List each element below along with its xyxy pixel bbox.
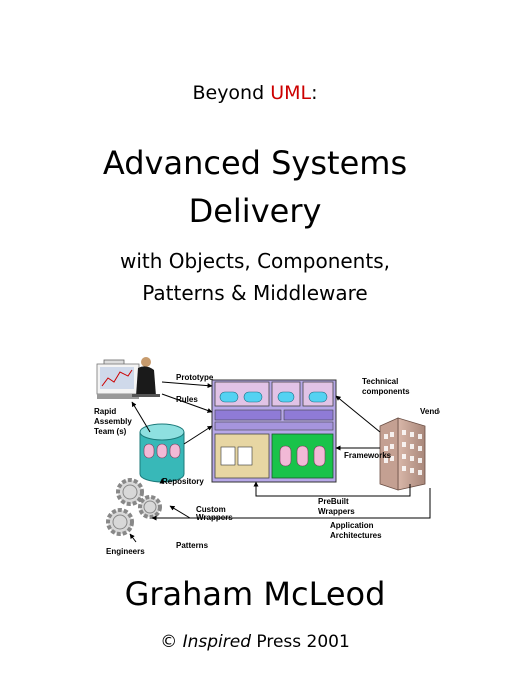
title-line-1: Advanced Systems: [102, 144, 408, 182]
label-prototype: Prototype: [176, 373, 214, 382]
label-custom-2: Wrappers: [196, 513, 233, 522]
publisher-italic: Inspired: [182, 632, 251, 652]
architecture-block: [211, 379, 337, 483]
pretitle-colon: :: [311, 82, 318, 104]
label-prebuilt-1: PreBuilt: [318, 497, 349, 506]
rapid-team-illustration: [96, 357, 160, 399]
label-custom-1: Custom: [196, 505, 226, 514]
cover-diagram: Prototype Rules Rapid Assembly Team (s) …: [94, 357, 440, 556]
label-engineers: Engineers: [106, 547, 145, 556]
label-frameworks: Frameworks: [344, 451, 392, 460]
diagram-arrows: [129, 381, 431, 543]
label-patterns: Patterns: [176, 541, 209, 550]
pretitle: Beyond UML:: [0, 82, 510, 104]
label-rapid-3: Team (s): [94, 427, 127, 436]
label-rapid-2: Assembly: [94, 417, 132, 426]
vendors-building-illustration: [379, 417, 426, 491]
pretitle-text: Beyond: [192, 82, 271, 104]
copyright-symbol: ©: [160, 632, 183, 652]
label-vendors: Vendors: [420, 407, 440, 416]
label-app-2: Architectures: [330, 531, 382, 540]
author-name: Graham McLeod: [124, 575, 386, 613]
pretitle-accent: UML: [270, 82, 312, 104]
label-app-1: Application: [330, 521, 374, 530]
subtitle-line-2: Patterns & Middleware: [142, 281, 368, 305]
label-technical-1: Technical: [362, 377, 398, 386]
title-line-2: Delivery: [188, 192, 322, 230]
gears-illustration: [106, 478, 162, 536]
label-rules: Rules: [176, 395, 198, 404]
publisher-rest: Press 2001: [251, 632, 350, 652]
label-prebuilt-2: Wrappers: [318, 507, 355, 516]
publisher-line: © Inspired Press 2001: [0, 632, 510, 652]
subtitle-line-1: with Objects, Components,: [120, 249, 390, 273]
label-repository: Repository: [162, 477, 204, 486]
label-rapid-1: Rapid: [94, 407, 116, 416]
label-technical-2: components: [362, 387, 410, 396]
repository-cylinder: [139, 423, 185, 483]
